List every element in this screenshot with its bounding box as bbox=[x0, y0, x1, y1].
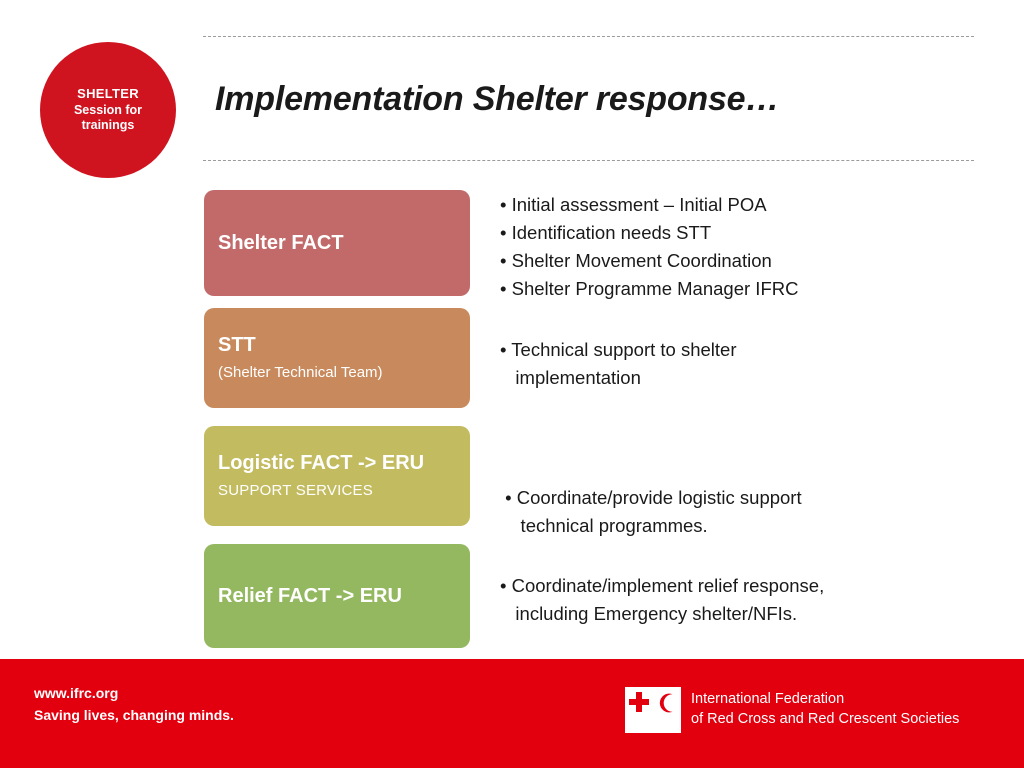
bullet-item: • Coordinate/implement relief response, bbox=[500, 575, 825, 596]
bullet-item: • Coordinate/provide logistic support bbox=[500, 487, 802, 508]
box-title: STT bbox=[218, 334, 256, 357]
shelter-session-badge: SHELTER Session for trainings bbox=[40, 42, 176, 178]
bullets-stt: • Technical support to shelter implement… bbox=[500, 336, 737, 392]
badge-line-1: SHELTER bbox=[77, 86, 139, 102]
bullet-item: implementation bbox=[500, 367, 641, 389]
label-box-logistic-fact-eru: Logistic FACT -> ERU SUPPORT SERVICES bbox=[204, 426, 470, 526]
divider-bottom bbox=[203, 160, 974, 161]
footer-url[interactable]: www.ifrc.org bbox=[34, 685, 119, 701]
ifrc-name-line-2: of Red Cross and Red Crescent Societies bbox=[691, 711, 960, 727]
divider-top bbox=[203, 36, 974, 37]
bullet-item: • Initial assessment – Initial POA bbox=[500, 194, 767, 215]
bullets-logistic-fact-eru: • Coordinate/provide logistic support te… bbox=[500, 484, 802, 540]
bullets-relief-fact-eru: • Coordinate/implement relief response, … bbox=[500, 572, 824, 628]
ifrc-name: International Federation of Red Cross an… bbox=[691, 690, 959, 729]
label-box-shelter-fact: Shelter FACT bbox=[204, 190, 470, 296]
ifrc-name-line-1: International Federation bbox=[691, 691, 845, 708]
red-cross-red-crescent-icon bbox=[625, 687, 681, 733]
box-title: Logistic FACT -> ERU bbox=[218, 452, 425, 475]
bullet-item: • Shelter Programme Manager IFRC bbox=[500, 278, 799, 300]
bullet-item: technical programmes. bbox=[500, 515, 708, 537]
page-title: Implementation Shelter response… bbox=[215, 80, 780, 118]
label-box-relief-fact-eru: Relief FACT -> ERU bbox=[204, 544, 470, 648]
bullet-item: • Shelter Movement Coordination bbox=[500, 250, 772, 272]
bullet-item: • Identification needs STT bbox=[500, 222, 712, 244]
footer-slogan: www.ifrc.org Saving lives, changing mind… bbox=[34, 683, 234, 726]
bullet-item: including Emergency shelter/NFIs. bbox=[500, 603, 798, 625]
footer-bar: www.ifrc.org Saving lives, changing mind… bbox=[0, 659, 1024, 768]
ifrc-logo: International Federation of Red Cross an… bbox=[625, 687, 959, 733]
box-subtitle: SUPPORT SERVICES bbox=[218, 482, 373, 500]
label-box-stt: STT (Shelter Technical Team) bbox=[204, 308, 470, 408]
red-cross-icon bbox=[629, 692, 649, 712]
red-crescent-icon bbox=[659, 693, 673, 713]
badge-line-2: Session for bbox=[73, 102, 143, 117]
bullets-shelter-fact: • Initial assessment – Initial POA • Ide… bbox=[500, 191, 798, 303]
footer-tagline: Saving lives, changing minds. bbox=[34, 706, 234, 723]
box-title: Shelter FACT bbox=[218, 231, 344, 254]
bullet-item: • Technical support to shelter bbox=[500, 339, 737, 360]
box-title: Relief FACT -> ERU bbox=[218, 584, 402, 607]
badge-line-3: trainings bbox=[81, 118, 135, 133]
box-subtitle: (Shelter Technical Team) bbox=[218, 364, 383, 382]
